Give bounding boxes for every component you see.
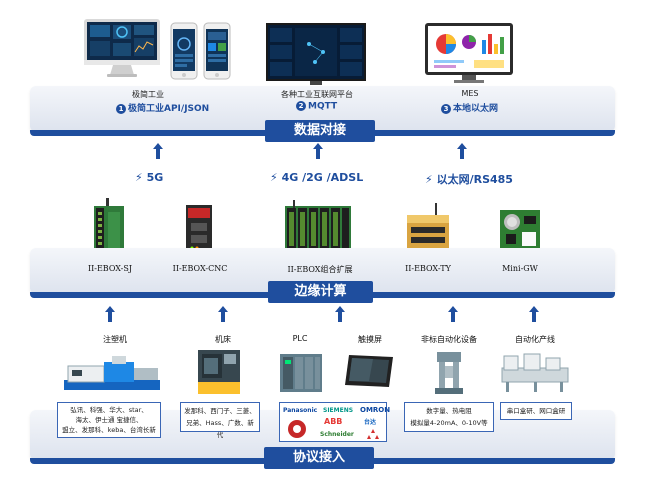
device-label: II-EBOX-TY	[405, 264, 451, 273]
category-injection-machine: 注塑机	[103, 335, 127, 344]
logo-panasonic: Panasonic	[283, 407, 318, 414]
mitsubishi-logo-icon	[367, 429, 379, 439]
cnc-brands-box: 发那科、西门子、三菱、 兄弟、Hass、广数、新代	[180, 402, 260, 439]
arrow-up-icon	[218, 306, 228, 322]
plc-image	[278, 352, 324, 394]
phone-image-1	[170, 22, 198, 80]
layer-title-edge-computing: 边缘计算	[268, 281, 373, 303]
arrow-up-icon	[335, 306, 345, 322]
device-ebox-cnc-image	[182, 205, 216, 253]
lightning-icon: ⚡	[270, 171, 278, 184]
line-boxes-box: 串口盒研、网口盒研	[500, 402, 572, 420]
arrow-up-icon	[448, 306, 458, 322]
device-ebox-combo-image	[283, 200, 353, 254]
logo-abb: ABB	[324, 417, 343, 426]
number-badge-1: 1	[116, 103, 126, 114]
arrow-up-icon	[529, 306, 539, 322]
logo-delta: 台达	[364, 419, 377, 426]
device-label: II-EBOX组合扩展	[287, 265, 353, 274]
device-label: II-EBOX-SJ	[87, 264, 133, 273]
mes-monitor-image	[424, 22, 514, 84]
lightning-icon: ⚡	[425, 173, 433, 186]
nonstd-signals-box: 数字量、热电阻 模拟量4-20mA、0-10V等	[404, 402, 494, 432]
lightning-icon: ⚡	[135, 171, 143, 184]
device-ebox-ty-image	[403, 203, 453, 253]
press-machine-image	[431, 350, 467, 396]
number-badge-3: 3	[441, 103, 451, 114]
arrow-up-icon	[313, 143, 323, 159]
top-caption-2: 各种工业互联网平台	[281, 90, 353, 99]
logo-siemens: SIEMENS	[323, 407, 354, 414]
injection-machine-image	[62, 352, 162, 392]
arrow-up-icon	[457, 143, 467, 159]
comm-link-4g: ⚡ 4G /2G /ADSL	[270, 171, 364, 184]
category-plc: PLC	[292, 334, 308, 343]
arrow-up-icon	[105, 306, 115, 322]
imac-monitor-image	[83, 18, 161, 78]
top-caption-1: 极简工业	[132, 90, 164, 99]
device-label: II-EBOX-CNC	[172, 264, 228, 273]
iot-dashboard-monitor-image	[265, 22, 367, 86]
phone-image-2	[203, 22, 231, 80]
device-mini-gw-image	[498, 208, 542, 252]
category-nonstandard-equipment: 非标自动化设备	[421, 335, 477, 344]
production-line-image	[500, 350, 570, 394]
cnc-machine-image	[196, 348, 242, 396]
arrow-up-icon	[153, 143, 163, 159]
device-label: Mini-GW	[502, 264, 538, 273]
plc-brand-logos-box: Panasonic SIEMENS OMRON ABB 台达 Schneider	[279, 402, 391, 442]
injection-brands-box: 弘讯、科强、华大、star、 海太、伊士通 宝捷信、 盟立、发那科、keba、台…	[57, 402, 161, 438]
category-machine-tool: 机床	[215, 335, 231, 344]
comm-link-5g: ⚡ 5G	[135, 171, 164, 184]
touchscreen-image	[343, 353, 395, 389]
category-touchscreen: 触摸屏	[358, 335, 382, 344]
layer-title-data-docking: 数据对接	[265, 120, 375, 142]
layer-title-protocol-access: 协议接入	[264, 447, 374, 469]
logo-omron: OMRON	[360, 406, 391, 414]
category-production-line: 自动化产线	[515, 335, 555, 344]
number-badge-2: 2	[296, 101, 306, 111]
comm-link-ethernet: ⚡ 以太网/RS485	[425, 173, 513, 186]
device-ebox-sj-image	[88, 198, 130, 254]
top-caption-3: MES	[461, 89, 479, 98]
logo-schneider: Schneider	[320, 431, 354, 438]
red-round-logo-icon	[288, 420, 306, 438]
